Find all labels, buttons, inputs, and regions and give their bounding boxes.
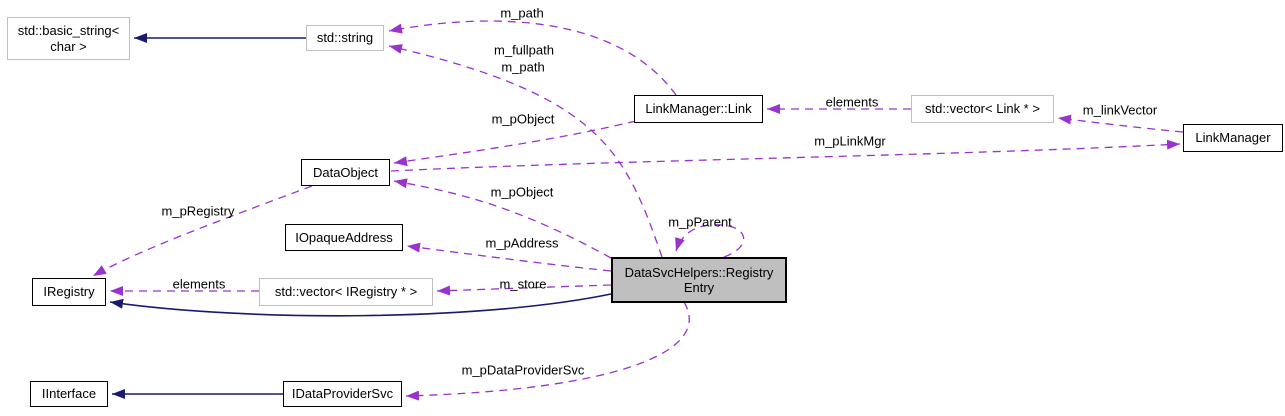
edge-registryentry-mfullpath-string	[388, 44, 663, 258]
node-label: std::vector< IRegistry * >	[274, 284, 418, 300]
edge-label-m-plinkmgr: m_pLinkMgr	[814, 133, 886, 149]
edge-label-m-pdataprovidersvc: m_pDataProviderSvc	[461, 362, 585, 378]
node-std-vector-iregistry[interactable]: std::vector< IRegistry * >	[259, 278, 433, 306]
edge-label-m-paddress: m_pAddress	[485, 235, 559, 251]
edge-dataobject-mplinkmgr-linkmanager	[390, 139, 1181, 172]
node-linkmanager-link[interactable]: LinkManager::Link	[634, 95, 763, 123]
edge-label-elements-link: elements	[825, 94, 879, 110]
node-idataprovidersvc[interactable]: IDataProviderSvc	[283, 381, 402, 407]
node-label: std::basic_string<	[17, 23, 120, 39]
node-std-basic-string[interactable]: std::basic_string< char >	[7, 17, 130, 60]
node-dataobject[interactable]: DataObject	[301, 159, 390, 186]
edge-link-mpath-string	[388, 20, 677, 96]
edge-linkmanager-mlinkvector-vectorlink	[1057, 114, 1184, 133]
node-iopaqueaddress[interactable]: IOpaqueAddress	[285, 224, 403, 251]
node-iinterface[interactable]: IInterface	[30, 381, 108, 407]
edge-label-m-fullpath-m-path: m_path	[501, 59, 545, 75]
node-label: std::vector< Link * >	[925, 101, 1040, 117]
edge-registryentry-mpobject-dataobject	[393, 178, 612, 259]
edge-registryentry-mpdataprovidersvc-idataprovidersvc	[405, 301, 690, 401]
edge-label-m-pobject-entry: m_pObject	[490, 184, 554, 200]
node-std-vector-link[interactable]: std::vector< Link * >	[911, 95, 1054, 123]
node-label: char >	[50, 38, 87, 54]
node-label: IRegistry	[43, 284, 95, 300]
edge-registryentry-mstore-vectoriregistry	[436, 284, 612, 296]
node-label: IInterface	[41, 386, 97, 402]
node-label: IDataProviderSvc	[291, 386, 394, 402]
node-label: IOpaqueAddress	[295, 229, 393, 245]
node-label: Entry	[683, 280, 715, 295]
edge-registryentry-mpparent-self-loop	[675, 224, 745, 258]
node-linkmanager[interactable]: LinkManager	[1183, 124, 1283, 152]
edge-label-elements-registry: elements	[172, 276, 226, 292]
node-iregistry[interactable]: IRegistry	[32, 278, 106, 306]
node-label: std::string	[316, 30, 374, 46]
node-label: DataSvcHelpers::Registry	[624, 264, 774, 280]
edge-label-m-pobject-link: m_pObject	[491, 111, 555, 127]
edge-label-m-path: m_path	[500, 5, 544, 21]
edge-dataobject-mpregistry-iregistry	[92, 185, 313, 277]
edge-inheritance-registryentry-iregistry	[109, 293, 612, 317]
edge-label-m-store: m_store	[499, 276, 547, 292]
node-label: LinkManager	[1195, 130, 1271, 146]
node-datasvchelpers-registryentry[interactable]: DataSvcHelpers::Registry Entry	[611, 257, 787, 303]
edge-label-m-fullpath: m_fullpath	[494, 42, 554, 58]
node-std-string[interactable]: std::string	[306, 25, 384, 51]
edge-label-m-pparent: m_pParent	[668, 214, 732, 230]
node-label: DataObject	[312, 164, 379, 180]
edge-label-m-pregistry: m_pRegistry	[161, 203, 235, 219]
edge-link-mpobject-dataobject	[393, 120, 637, 167]
node-label: LinkManager::Link	[645, 101, 752, 117]
edge-label-m-linkvector: m_linkVector	[1082, 102, 1158, 118]
